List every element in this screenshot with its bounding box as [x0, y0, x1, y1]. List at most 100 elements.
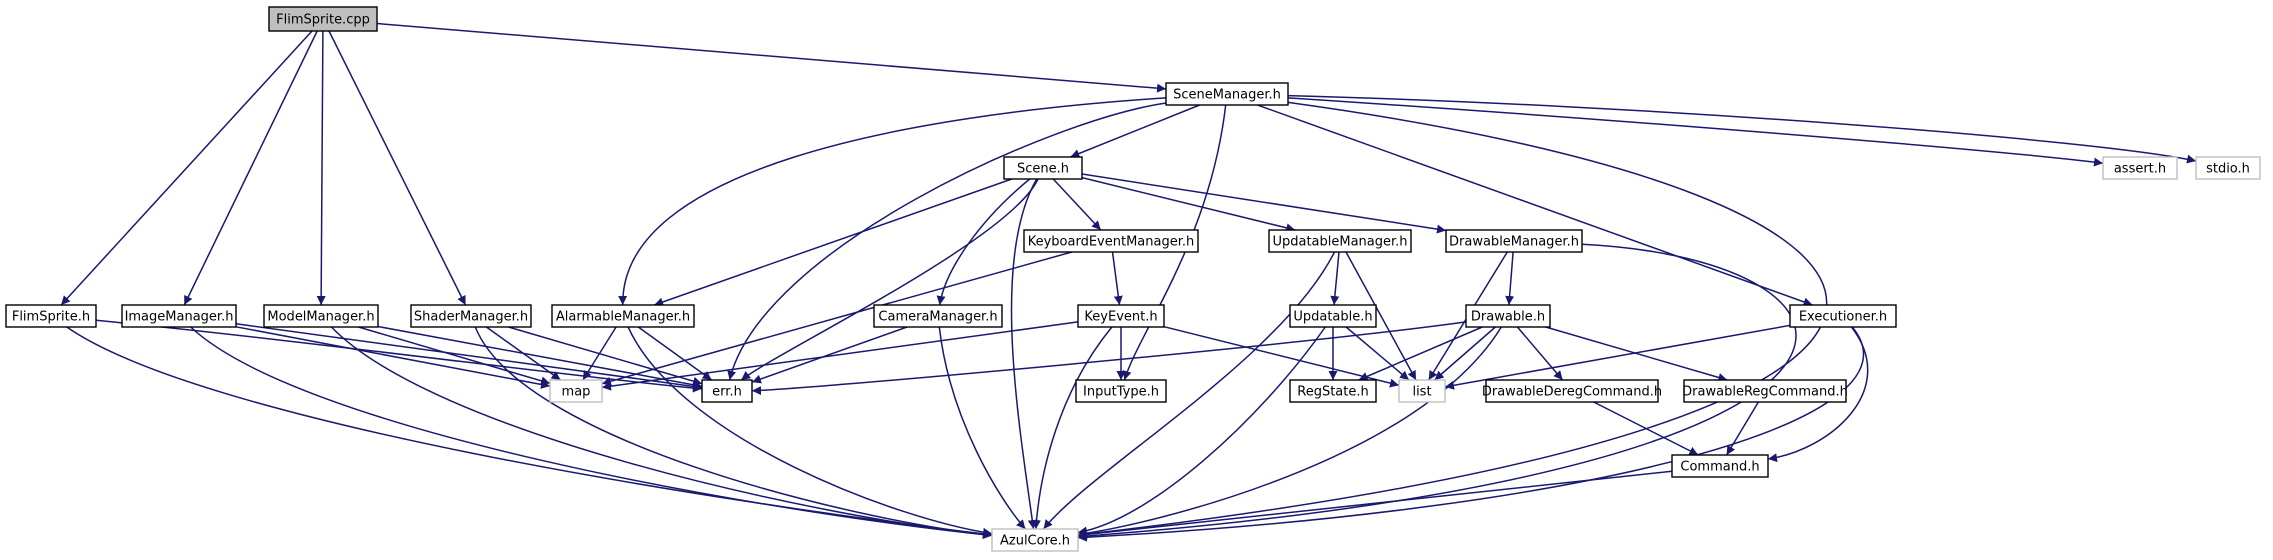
- edge-keyboardeventmanager-h-to-keyevent-h: [1111, 251, 1123, 306]
- edge-drawable-h-to-regstate-h: [1358, 326, 1483, 381]
- node-label: SceneManager.h: [1173, 88, 1281, 103]
- node-label: assert.h: [2114, 162, 2166, 177]
- edge-command-h-to-azulcore-h: [1077, 470, 1673, 539]
- node-label: ImageManager.h: [125, 310, 234, 325]
- node-executioner-h[interactable]: Executioner.h: [1789, 304, 1897, 328]
- edge-drawablemanager-h-to-drawable-h: [1505, 251, 1515, 306]
- node-box: [1289, 304, 1377, 328]
- edge-modelmanager-h-to-map: [358, 326, 551, 386]
- node-keyboardeventmanager-h[interactable]: KeyboardEventManager.h: [1023, 229, 1199, 253]
- edge-flimsprite-cpp-to-shadermanager-h: [328, 30, 467, 306]
- node-cameramanager-h[interactable]: CameraManager.h: [873, 304, 1003, 328]
- node-label: ModelManager.h: [267, 310, 374, 325]
- edge-scene-h-to-alarmablemanager-h: [653, 178, 1013, 307]
- node-box: [551, 304, 695, 328]
- node-updatable-h[interactable]: Updatable.h: [1289, 304, 1377, 328]
- edge-keyevent-h-to-list: [1163, 325, 1400, 388]
- node-drawablemanager-h[interactable]: DrawableManager.h: [1445, 229, 1583, 253]
- edges-layer: [60, 22, 2197, 542]
- edge-flimsprite-cpp-to-flimsprite-h: [60, 30, 313, 306]
- edge-executioner-h-to-azulcore-h: [1077, 326, 1865, 542]
- node-box: [1485, 379, 1659, 403]
- node-keyevent-h[interactable]: KeyEvent.h: [1077, 304, 1165, 328]
- node-azulcore-h: AzulCore.h: [991, 528, 1079, 552]
- node-drawablederegcommand-h[interactable]: DrawableDeregCommand.h: [1482, 379, 1662, 403]
- node-box: [1465, 304, 1551, 328]
- edge-modelmanager-h-to-err-h: [377, 325, 703, 390]
- node-err-h[interactable]: err.h: [701, 379, 753, 403]
- edge-scenemanager-h-to-err-h: [727, 102, 1167, 381]
- edge-imagemanager-h-to-err-h: [235, 323, 703, 391]
- node-alarmablemanager-h[interactable]: AlarmableManager.h: [551, 304, 695, 328]
- node-drawableregcommand-h[interactable]: DrawableRegCommand.h: [1682, 379, 1848, 403]
- node-label: Scene.h: [1017, 162, 1069, 177]
- node-box: [263, 304, 379, 328]
- node-box: [1789, 304, 1897, 328]
- edge-keyevent-h-to-map: [601, 321, 1079, 391]
- node-drawable-h[interactable]: Drawable.h: [1465, 304, 1551, 328]
- node-imagemanager-h[interactable]: ImageManager.h: [121, 304, 237, 328]
- edge-imagemanager-h-to-azulcore-h: [190, 326, 993, 540]
- edge-drawablederegcommand-h-to-command-h: [1593, 401, 1699, 456]
- node-box: [1671, 454, 1769, 478]
- node-box: [2102, 156, 2178, 180]
- node-label: Updatable.h: [1293, 310, 1372, 325]
- node-box: [1268, 229, 1412, 253]
- edge-shadermanager-h-to-err-h: [508, 326, 703, 386]
- node-label: UpdatableManager.h: [1272, 235, 1407, 250]
- node-modelmanager-h[interactable]: ModelManager.h: [263, 304, 379, 328]
- node-list: list: [1398, 379, 1446, 403]
- node-label: FlimSprite.h: [12, 310, 90, 325]
- node-label: DrawableDeregCommand.h: [1482, 385, 1662, 400]
- node-updatablemanager-h[interactable]: UpdatableManager.h: [1268, 229, 1412, 253]
- node-label: RegState.h: [1297, 385, 1368, 400]
- node-regstate-h[interactable]: RegState.h: [1289, 379, 1377, 403]
- node-label: list: [1412, 385, 1431, 400]
- edge-flimsprite-cpp-to-scenemanager-h: [376, 22, 1167, 93]
- node-box: [1683, 379, 1847, 403]
- edge-scenemanager-h-to-assert-h: [1287, 97, 2104, 167]
- node-label: Drawable.h: [1471, 310, 1545, 325]
- node-box: [1398, 379, 1446, 403]
- node-scene-h[interactable]: Scene.h: [1003, 156, 1083, 180]
- node-shadermanager-h[interactable]: ShaderManager.h: [410, 304, 532, 328]
- node-scenemanager-h[interactable]: SceneManager.h: [1165, 82, 1289, 106]
- node-label: KeyEvent.h: [1084, 310, 1157, 325]
- node-label: DrawableRegCommand.h: [1682, 385, 1848, 400]
- node-box: [1165, 82, 1289, 106]
- node-box: [701, 379, 753, 403]
- edge-updatablemanager-h-to-list: [1345, 251, 1417, 381]
- edge-shadermanager-h-to-azulcore-h: [474, 326, 993, 539]
- node-box: [2195, 156, 2261, 180]
- edge-flimsprite-h-to-azulcore-h: [66, 326, 993, 539]
- edge-cameramanager-h-to-err-h: [751, 326, 908, 384]
- node-inputtype-h[interactable]: InputType.h: [1075, 379, 1167, 403]
- node-box: [1003, 156, 1083, 180]
- edge-alarmablemanager-h-to-azulcore-h: [627, 326, 993, 537]
- edge-scene-h-to-azulcore-h: [1010, 178, 1038, 530]
- edge-shadermanager-h-to-map: [485, 326, 562, 381]
- node-box: [5, 304, 97, 328]
- node-box: [1289, 379, 1377, 403]
- edge-alarmablemanager-h-to-map: [582, 326, 617, 381]
- edge-scenemanager-h-to-executioner-h: [1257, 104, 1813, 307]
- node-box: [1445, 229, 1583, 253]
- edge-updatable-h-to-azulcore-h: [1077, 326, 1326, 536]
- node-label: Executioner.h: [1799, 310, 1887, 325]
- edge-updatablemanager-h-to-azulcore-h: [1043, 251, 1336, 530]
- edge-keyevent-h-to-azulcore-h: [1031, 326, 1113, 530]
- edge-drawable-h-to-list: [1434, 326, 1496, 381]
- node-label: Command.h: [1680, 460, 1759, 475]
- node-command-h[interactable]: Command.h: [1671, 454, 1769, 478]
- edge-drawableregcommand-h-to-command-h: [1725, 401, 1760, 456]
- node-label: DrawableManager.h: [1449, 235, 1579, 250]
- node-flimsprite-h[interactable]: FlimSprite.h: [5, 304, 97, 328]
- edge-drawable-h-to-drawablederegcommand-h: [1516, 326, 1564, 381]
- node-label: FlimSprite.cpp: [276, 13, 370, 28]
- node-flimsprite-cpp[interactable]: FlimSprite.cpp: [268, 6, 378, 32]
- edge-executioner-h-to-command-h: [1767, 326, 1869, 463]
- edge-scene-h-to-drawablemanager-h: [1081, 173, 1447, 234]
- node-label: stdio.h: [2206, 162, 2250, 177]
- node-label: map: [562, 385, 591, 400]
